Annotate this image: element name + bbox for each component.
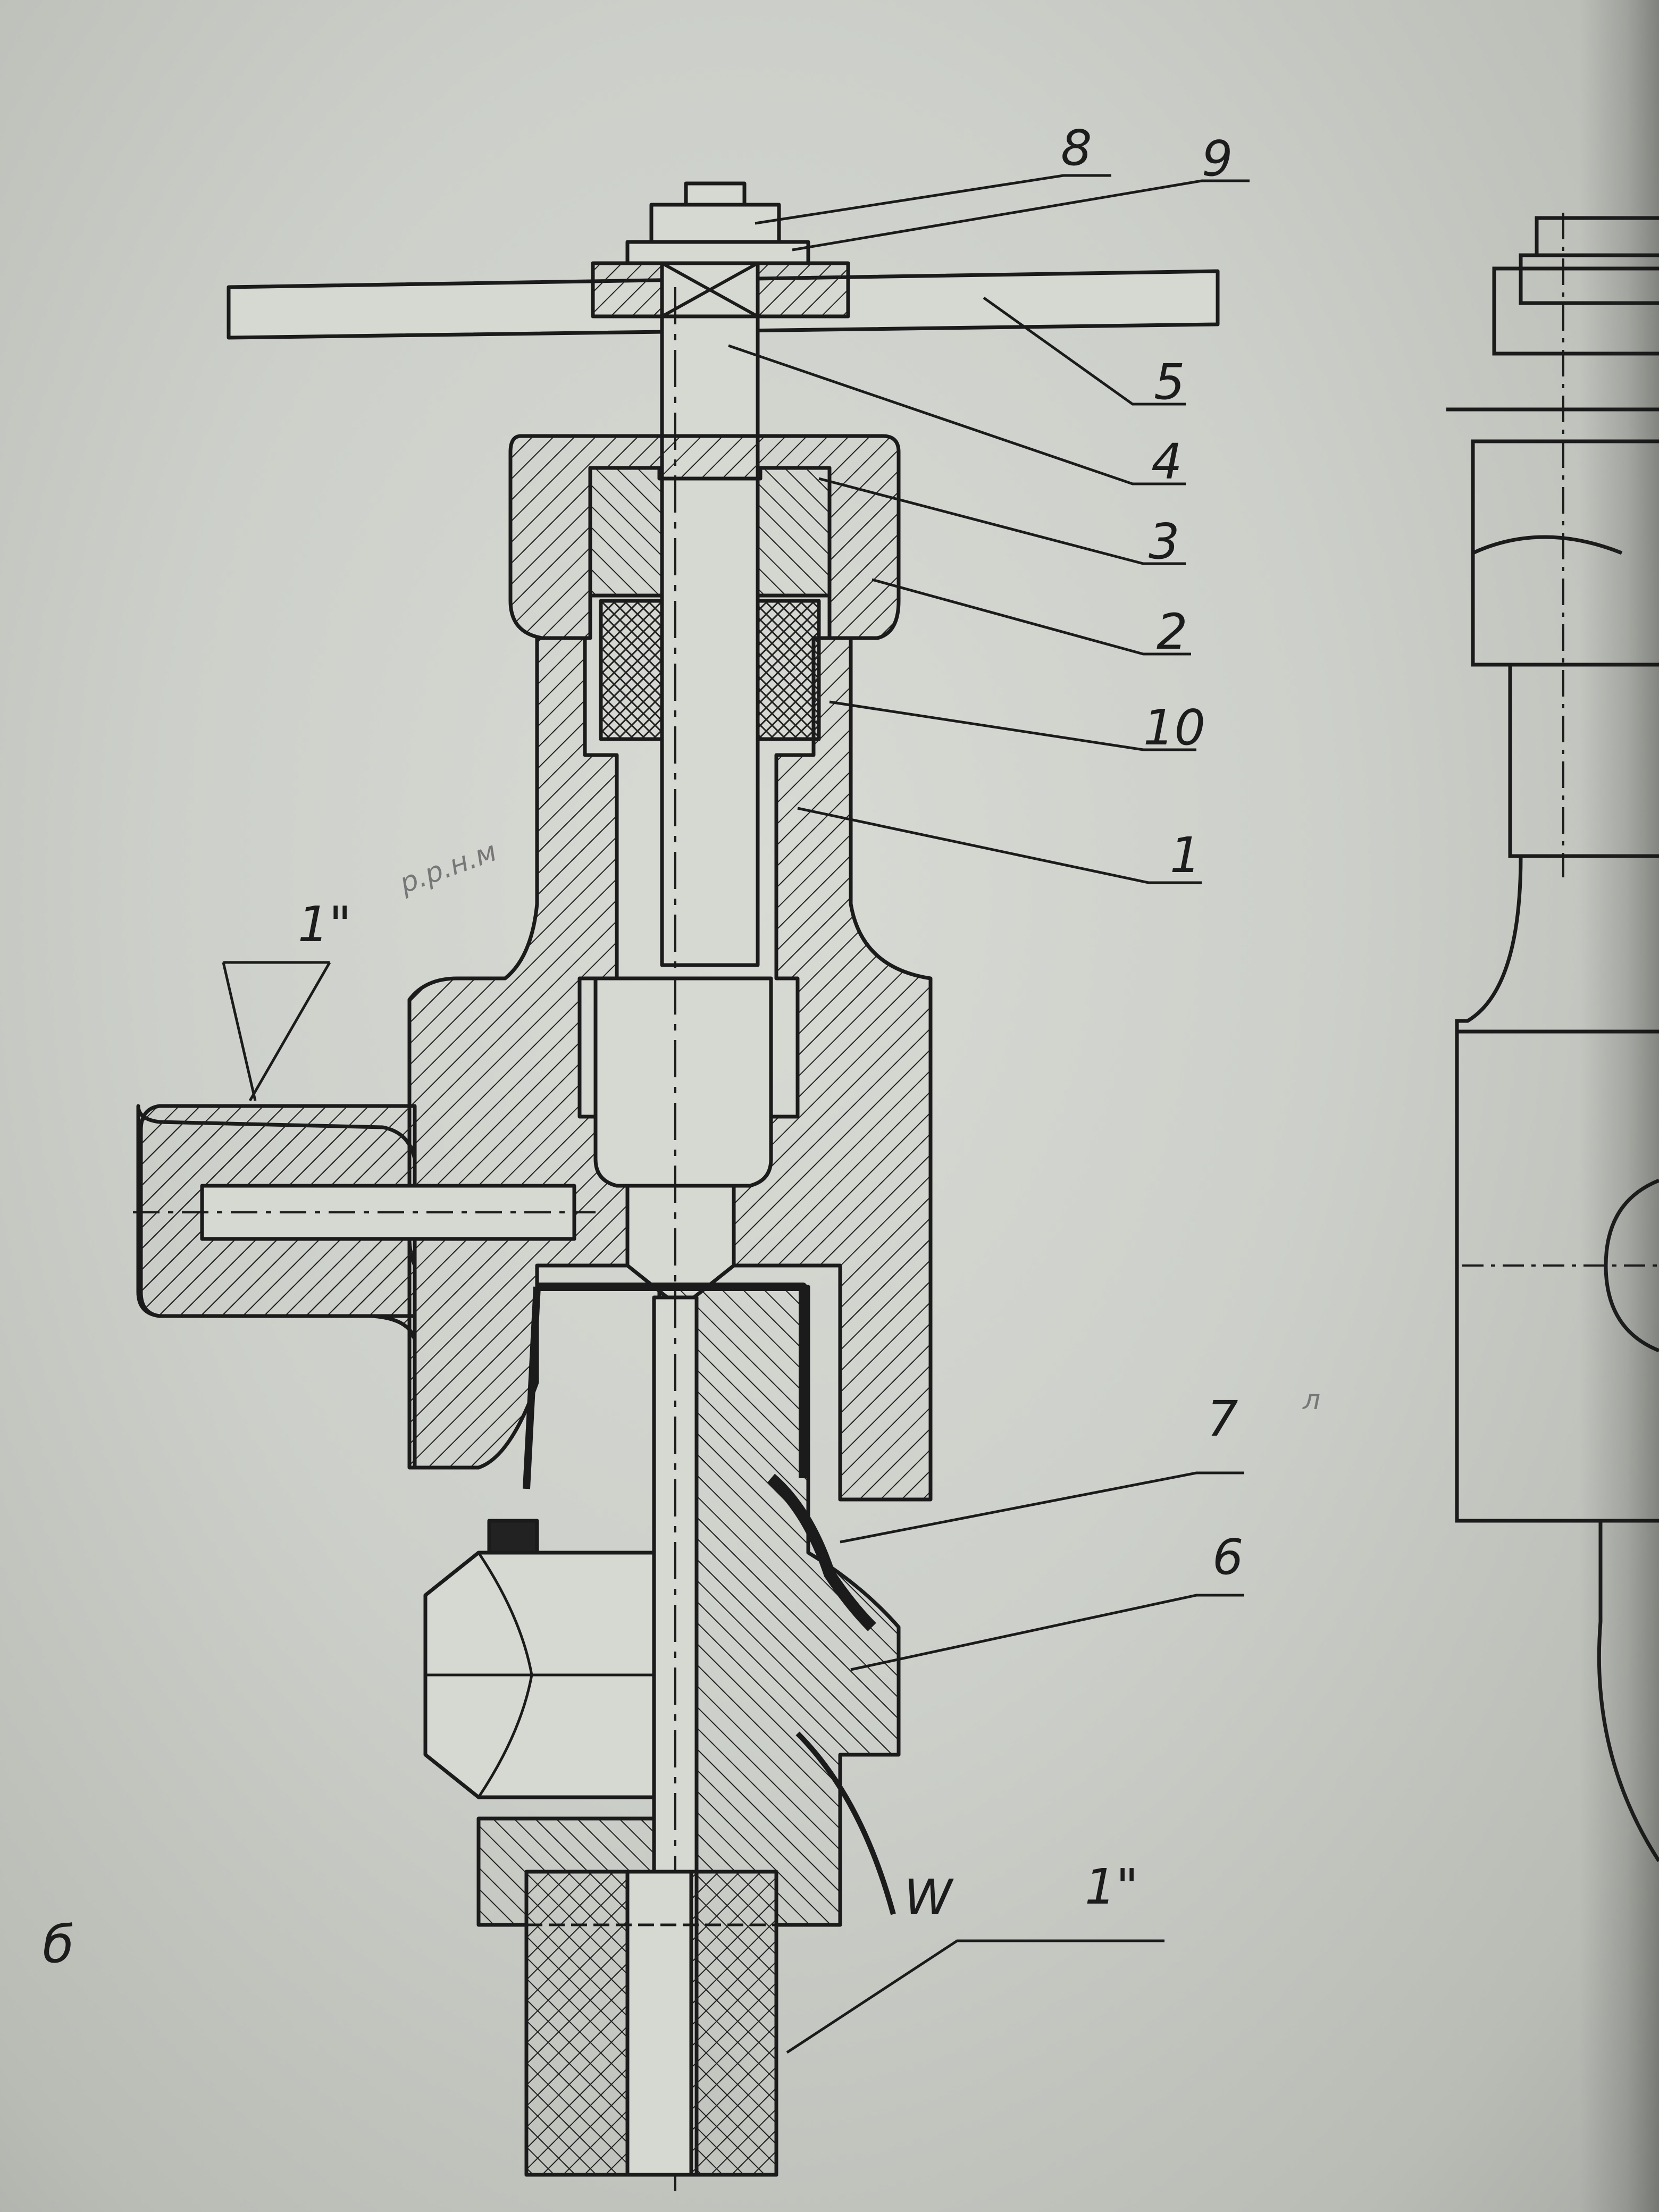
callout-6: 6	[1212, 1529, 1244, 1586]
weld-mark-label: W	[904, 1869, 954, 1926]
weld-7	[767, 1473, 876, 1631]
callout-4: 4	[1151, 433, 1183, 490]
weld-arc	[795, 1731, 896, 1915]
paper-shadow	[1579, 0, 1659, 2212]
callout-5: 5	[1154, 354, 1185, 410]
pencil-note-right: л	[1302, 1384, 1320, 1416]
thread-label-bottom: 1"	[1085, 1858, 1138, 1915]
thread-label-left: 1"	[298, 896, 351, 953]
margin-mark: б	[43, 1915, 74, 1974]
callout-3: 3	[1149, 513, 1180, 570]
callout-2: 2	[1157, 604, 1188, 660]
valve-plug	[593, 976, 773, 1188]
leader-lines	[222, 174, 1250, 2054]
washer-9	[625, 240, 810, 265]
callout-10: 10	[1143, 699, 1205, 756]
callout-9: 9	[1202, 130, 1233, 187]
callout-7: 7	[1207, 1390, 1238, 1447]
callout-1: 1	[1170, 827, 1201, 884]
gland-nut-2	[508, 434, 901, 640]
packing-10	[599, 599, 664, 741]
callout-8: 8	[1061, 120, 1092, 177]
callout-numbers: 8 9 5 4 3 2 10 1 7 6 1" 1" W б р.р.н.м л	[43, 120, 1320, 1974]
side-view-partial	[1446, 213, 1659, 1862]
gland-bush-3	[588, 466, 664, 598]
pencil-note-left: р.р.н.м	[395, 835, 501, 900]
stem-4	[660, 314, 760, 967]
